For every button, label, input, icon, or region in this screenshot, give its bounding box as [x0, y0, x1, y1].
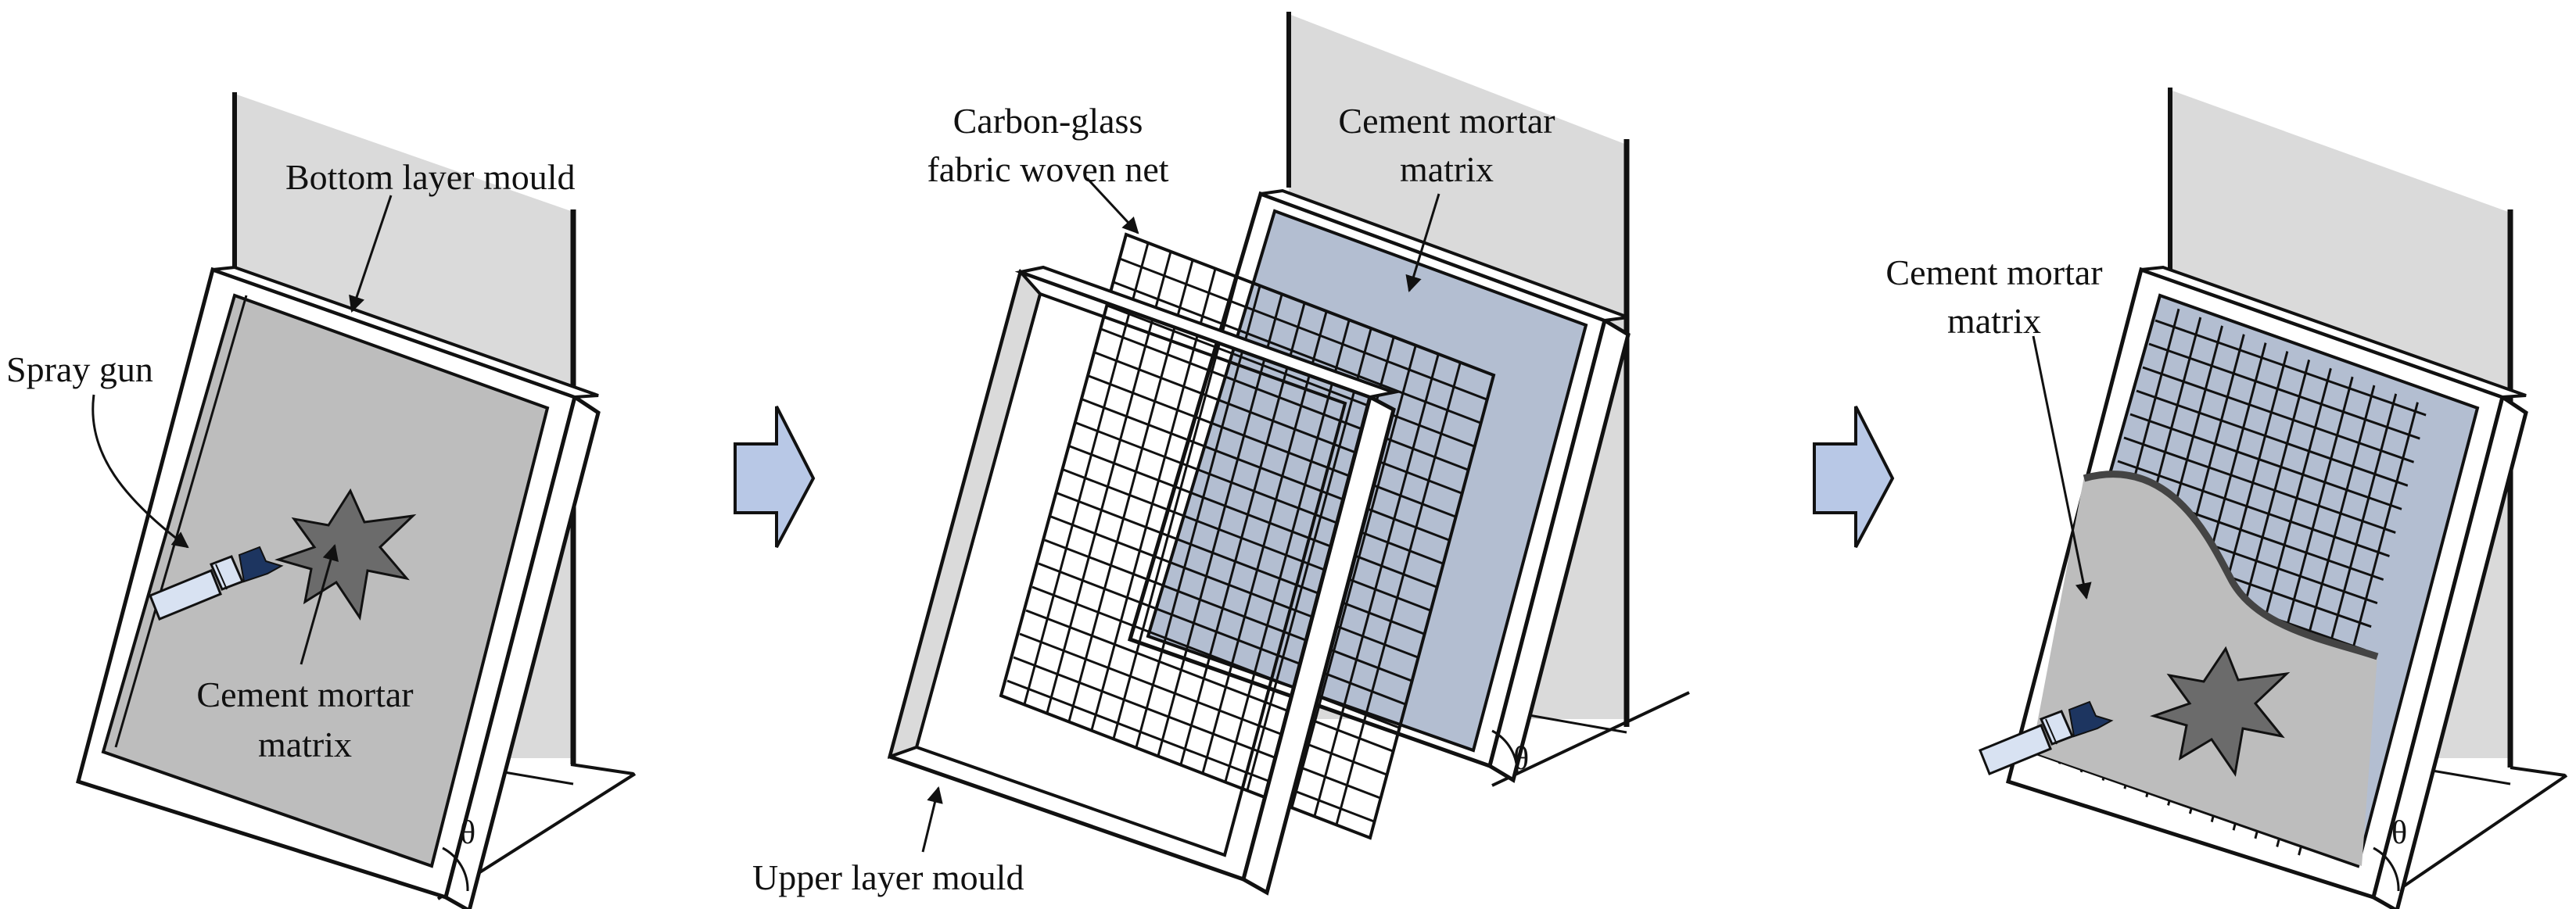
- spray-gun-icon: [149, 546, 284, 621]
- carbon-glass-fabric-net: [999, 232, 1496, 840]
- upper-layer-mould: [887, 265, 1400, 896]
- splash-icon: [2150, 646, 2291, 777]
- label-fabric-net-line2: fabric woven net: [927, 149, 1169, 189]
- label-fabric-net-line1: Carbon-glass: [953, 101, 1143, 141]
- finished-mould: [2005, 265, 2528, 909]
- label-cement-mortar-line2: matrix: [1946, 301, 2042, 341]
- angle-theta: θ: [460, 815, 476, 851]
- label-cement-mortar-line1: Cement mortar: [1338, 101, 1555, 141]
- label-upper-layer-mould: Upper layer mould: [752, 857, 1024, 897]
- panel-2: [887, 12, 1690, 896]
- angle-theta: θ: [2391, 815, 2408, 851]
- panel-3: [1979, 88, 2568, 909]
- label-spray-gun: Spray gun: [6, 349, 153, 389]
- label-bottom-layer-mould: Bottom layer mould: [285, 157, 576, 197]
- label-cement-mortar-line2: matrix: [257, 725, 353, 764]
- label-cement-mortar-line1: Cement mortar: [196, 675, 414, 714]
- angle-theta: θ: [1513, 741, 1530, 777]
- splash-icon: [274, 488, 417, 621]
- base-floor: [1491, 691, 1690, 787]
- right-arrow-icon: [1813, 406, 1895, 548]
- mortar-layer: [2032, 473, 2377, 866]
- label-cement-mortar-line1: Cement mortar: [1885, 252, 2103, 292]
- right-arrow-icon: [734, 406, 816, 548]
- base-floor: [570, 763, 634, 775]
- label-cement-mortar-line2: matrix: [1399, 149, 1494, 189]
- panel-1: [75, 92, 637, 909]
- spray-gun-icon: [1979, 700, 2114, 775]
- base-floor: [2510, 766, 2566, 777]
